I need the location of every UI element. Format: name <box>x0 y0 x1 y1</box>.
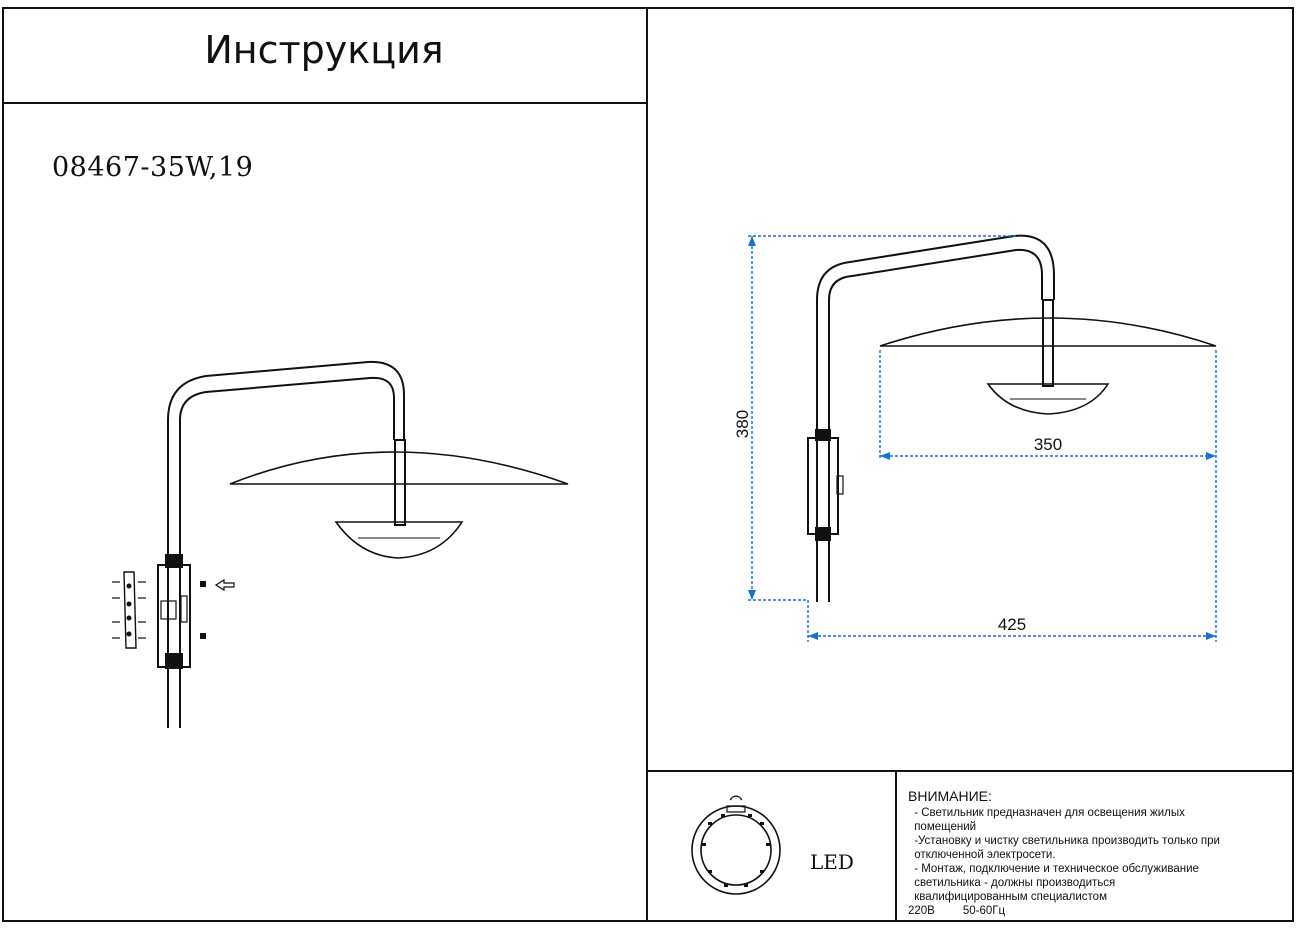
warning-block: ВНИМАНИЕ: - Светильник предназначен для … <box>908 788 1288 918</box>
warning-line: - Монтаж, подключение и техническое обсл… <box>911 863 1199 875</box>
warning-line: -Установку и чистку светильника производ… <box>911 835 1220 847</box>
page-title: Инструкция <box>204 28 444 72</box>
lamp-arm <box>167 360 405 728</box>
warning-line: помещений <box>911 821 977 833</box>
lamp-arm-side <box>816 234 1055 602</box>
lamp-stem <box>394 439 406 526</box>
wall-plate <box>157 564 191 668</box>
dimension-arrows <box>748 236 1216 640</box>
model-number: 08467-35W,19 <box>52 152 254 183</box>
dimension-height-label: 380 <box>733 410 752 438</box>
warning-line: - Светильник предназначен для освещения … <box>911 807 1185 819</box>
warning-line: квалифицированным специалистом <box>911 891 1107 903</box>
dimension-total-depth-label: 425 <box>998 615 1026 634</box>
arrow-icon <box>214 578 235 592</box>
led-module <box>334 521 464 559</box>
warning-line: отключенной электросети. <box>911 849 1056 861</box>
warning-line: светильника - должны производиться <box>911 877 1116 889</box>
voltage-value: 220В <box>908 905 935 917</box>
dimension-drawing <box>807 234 1217 602</box>
sheet-frame <box>2 7 1294 922</box>
light-source-label: LED <box>810 850 854 874</box>
frequency-value: 50-60Гц <box>962 905 1006 917</box>
power-specs: 220В 50-60Гц <box>908 904 1288 918</box>
mounting-bracket <box>123 571 137 649</box>
led-ring-icon <box>691 795 781 895</box>
warning-heading: ВНИМАНИЕ: <box>908 788 992 804</box>
assembly-drawing <box>112 360 569 728</box>
dimension-lines <box>748 235 1217 642</box>
dimension-shade-width-label: 350 <box>1034 435 1062 454</box>
lamp-shade <box>229 451 569 485</box>
